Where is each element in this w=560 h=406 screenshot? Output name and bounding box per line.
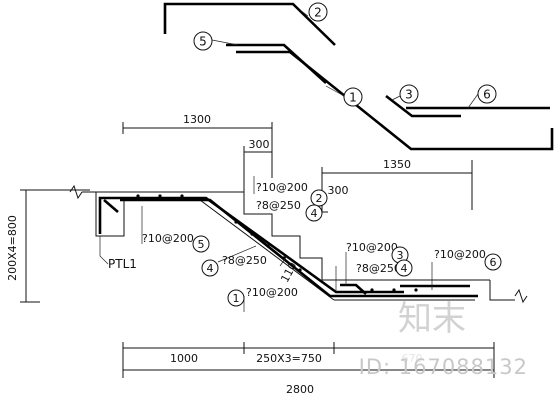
marker-4-b: 4	[207, 262, 214, 275]
stair-steps	[210, 191, 323, 280]
rebar-label-10-200-e: ?10@200	[434, 248, 486, 261]
bottom-dimension-lines: 2800 1000 250X3=750 670	[122, 342, 495, 396]
leader	[217, 245, 257, 263]
leader-3	[391, 95, 401, 101]
marker-5-mid: 5	[198, 238, 205, 251]
thickness-tick	[279, 255, 288, 267]
dim-1300: 1300	[183, 113, 211, 126]
marker-6-top: 6	[483, 88, 491, 102]
marker-4-c: 4	[401, 262, 408, 275]
rebar-main-top	[98, 196, 404, 294]
leader-6	[467, 93, 479, 109]
ptl-leader	[99, 236, 109, 265]
ptl-label: PTL1	[108, 257, 137, 271]
bar-shapes-detail: 5 2 1 3 6	[163, 2, 554, 151]
dim-1000: 1000	[170, 352, 198, 365]
rebar-main-bottom	[120, 198, 478, 298]
watermark: 知末 ID: 167088132	[359, 299, 528, 379]
distribution-bars	[136, 194, 418, 292]
marker-2-top: 2	[314, 6, 322, 20]
marker-6-mid: 6	[490, 256, 497, 269]
marker-2-mid: 2	[316, 192, 323, 205]
bar-shape-3	[385, 94, 461, 118]
marker-circle-5-mid	[192, 235, 210, 253]
marker-5-top: 5	[199, 35, 207, 49]
dim-670: 670	[402, 352, 423, 365]
marker-3-mid: 3	[397, 249, 404, 262]
marker-4-a: 4	[311, 207, 318, 220]
bar-shape-2	[163, 2, 336, 46]
slab-soffit	[199, 199, 335, 301]
marker-circle-2-top	[308, 2, 328, 22]
leader-1	[325, 85, 345, 97]
rebar-label-8-250-a: ?8@250	[256, 199, 301, 212]
dim-300-mid: 300	[328, 184, 349, 197]
leader-2	[299, 9, 309, 17]
watermark-id: ID: 167088132	[359, 355, 528, 379]
rebar-hook	[103, 199, 119, 213]
top-dimension-lines: 1300 300 1350 300	[122, 113, 473, 213]
marker-circle-5-top	[193, 31, 213, 51]
dim-300-top: 300	[249, 138, 270, 151]
dim-1350: 1350	[383, 158, 411, 171]
rebar-label-10-200-c: ?10@200	[246, 286, 298, 299]
lower-beam-edge	[489, 280, 515, 301]
marker-circle-4-a	[305, 204, 323, 222]
marker-circle-3-top	[399, 84, 419, 104]
dim-250x3: 250X3=750	[256, 352, 322, 365]
rebar-label-8-250-b: ?8@250	[222, 254, 267, 267]
rebar-label-10-200-b: ?10@200	[142, 232, 194, 245]
marker-circle-4-c	[395, 259, 413, 277]
break-symbol-right	[514, 288, 528, 304]
watermark-brand: 知末	[398, 299, 466, 339]
rebar-callouts: ?10@200 ?8@250 2 4 ?10@200 5 PTL1 4 ?8@2…	[99, 176, 502, 312]
left-dimension: 200X4=800	[6, 189, 90, 303]
rebar-landing-top	[340, 283, 367, 295]
marker-circle-1-top	[343, 87, 363, 107]
marker-circle-2-mid	[310, 189, 328, 207]
dim-800-vertical: 200X4=800	[6, 215, 19, 281]
leader-5	[211, 39, 239, 46]
bar-shape-1	[236, 50, 554, 151]
marker-circle-4-b	[201, 259, 219, 277]
rebar-label-10-200-d: ?10@200	[346, 241, 398, 254]
marker-circle-1-low	[227, 289, 245, 307]
break-symbol	[69, 184, 83, 200]
marker-3-top: 3	[405, 88, 413, 102]
marker-1-top: 1	[349, 91, 357, 105]
marker-circle-6-mid	[484, 253, 502, 271]
dim-2800: 2800	[286, 383, 314, 396]
stair-section: 110	[69, 184, 528, 304]
marker-1-low: 1	[233, 292, 240, 305]
beam-ptl1-outline	[95, 192, 125, 237]
rebar-label-10-200-a: ?10@200	[256, 181, 308, 194]
marker-circle-6-top	[477, 84, 497, 104]
rebar-label-8-250-c: ?8@250	[356, 262, 401, 275]
